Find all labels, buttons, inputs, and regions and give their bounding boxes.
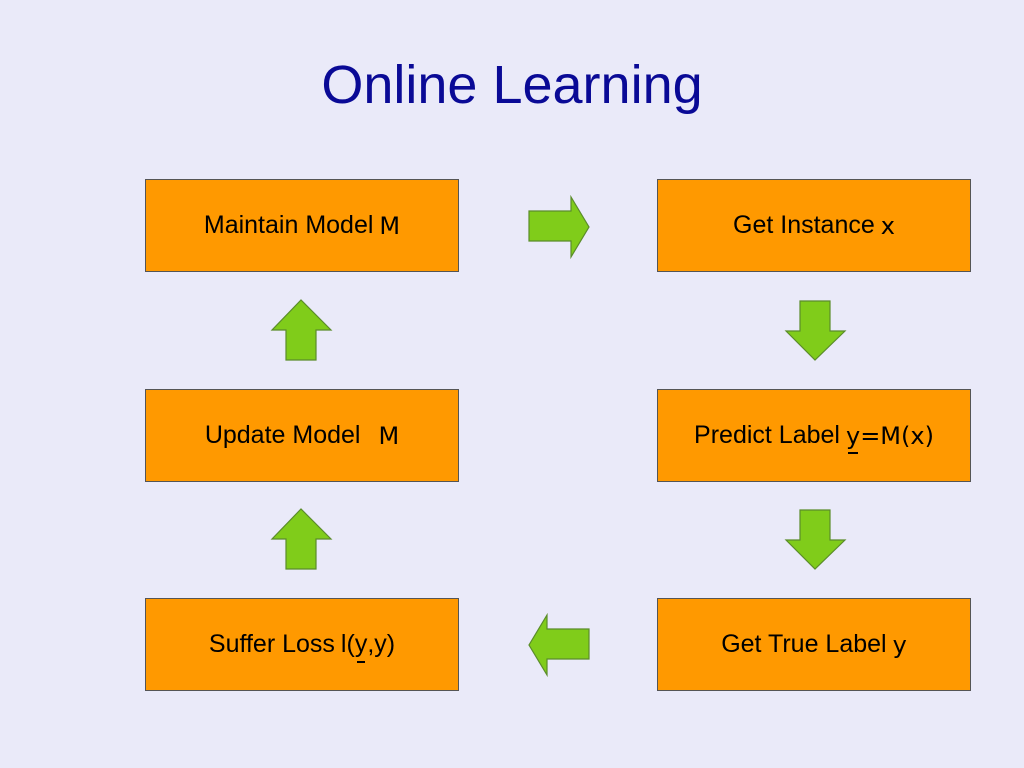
arrow-down-icon — [784, 509, 847, 570]
suffer-loss-box: Suffer Loss l(y,y) — [145, 598, 459, 691]
suffer-loss-label: Suffer Loss — [208, 630, 335, 658]
loss-function-rest: ,y) — [367, 630, 396, 658]
arrow-down-icon — [784, 300, 847, 361]
maintain-model-label: Maintain Model — [203, 211, 374, 239]
loss-function-open: l( — [340, 630, 355, 658]
true-label-variable: y — [892, 630, 907, 659]
model-variable: M — [378, 421, 400, 450]
update-model-box: Update Model M — [145, 389, 459, 482]
model-application: =M(x) — [860, 421, 934, 450]
maintain-model-box: Maintain Model M — [145, 179, 459, 272]
get-instance-label: Get Instance — [733, 211, 875, 239]
instance-variable: x — [880, 211, 895, 240]
update-model-label: Update Model — [204, 421, 361, 449]
arrow-right-icon — [528, 195, 590, 259]
predict-label-label: Predict Label — [694, 421, 840, 449]
slide-title: Online Learning — [321, 55, 703, 115]
arrow-up-icon — [270, 508, 333, 570]
get-true-label-box: Get True Label y — [657, 598, 971, 691]
prediction-expression: y=M(x) — [845, 421, 934, 454]
arrow-up-icon — [270, 299, 333, 361]
arrow-left-icon — [528, 613, 590, 677]
predicted-label-variable: y — [354, 630, 368, 663]
predict-label-box: Predict Label y=M(x) — [657, 389, 971, 482]
predicted-label-variable: y — [845, 421, 861, 454]
loss-expression: l(y,y) — [340, 630, 396, 663]
get-instance-box: Get Instance x — [657, 179, 971, 272]
model-variable: M — [379, 211, 401, 240]
get-true-label-label: Get True Label — [721, 630, 887, 658]
